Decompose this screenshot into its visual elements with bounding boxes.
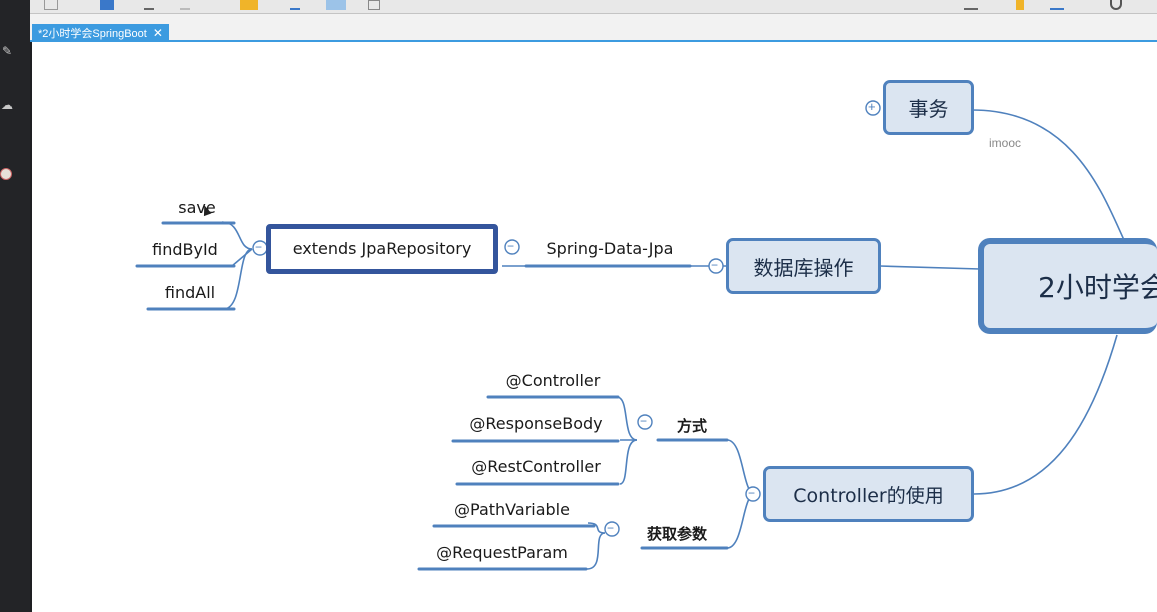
method-save[interactable]: save	[178, 198, 216, 217]
annotation-rest-controller[interactable]: @RestController	[471, 457, 601, 476]
topic-controller[interactable]: Controller的使用	[763, 466, 974, 522]
toolbar	[30, 0, 1157, 14]
mindmap-canvas[interactable]: + − − − − − − imooc 2小时学会 事务 数据库操作 Contr…	[32, 42, 1157, 612]
folder-icon[interactable]	[240, 0, 258, 10]
link-icon[interactable]	[290, 0, 300, 10]
subtopic-params[interactable]: 获取参数	[646, 525, 707, 543]
tab-document[interactable]: *2小时学会SpringBoot ✕	[32, 24, 169, 42]
subtopic-mode[interactable]: 方式	[676, 417, 707, 435]
avatar-icon[interactable]	[0, 168, 12, 180]
watermark: imooc	[989, 136, 1022, 150]
search-icon[interactable]	[1110, 0, 1122, 10]
undo-icon[interactable]	[144, 0, 154, 10]
topic-database-label: 数据库操作	[753, 255, 854, 280]
pencil-icon[interactable]: ✎	[1, 44, 13, 58]
topic-transaction-label: 事务	[908, 97, 949, 121]
collapse-icon[interactable]: −	[711, 258, 719, 272]
note-icon[interactable]	[368, 0, 380, 10]
subtopic-spring-data-jpa[interactable]: Spring-Data-Jpa	[546, 239, 674, 258]
method-find-by-id[interactable]: findById	[152, 240, 218, 259]
subtopic-extends: extends JpaRepository	[292, 239, 472, 258]
method-find-all[interactable]: findAll	[164, 283, 216, 302]
topic-database[interactable]: 数据库操作	[726, 238, 881, 294]
collapse-icon[interactable]: −	[255, 240, 263, 254]
collapse-icon[interactable]: −	[640, 414, 648, 428]
subtopic-extends-box[interactable]	[266, 224, 498, 274]
annotation-controller[interactable]: @Controller	[505, 371, 601, 390]
topic-controller-label: Controller的使用	[793, 484, 944, 507]
collapse-icon[interactable]: −	[507, 239, 515, 253]
outline-icon[interactable]	[1050, 0, 1064, 10]
annotation-path-variable[interactable]: @PathVariable	[454, 500, 570, 519]
annotation-request-param[interactable]: @RequestParam	[436, 543, 568, 562]
expand-icon[interactable]: +	[868, 99, 876, 114]
root-node-label: 2小时学会	[1038, 271, 1157, 304]
cloud-icon[interactable]: ☁	[1, 98, 13, 112]
root-node[interactable]: 2小时学会	[978, 238, 1157, 334]
left-rail: ✎ ☁	[0, 0, 30, 612]
collapse-icon[interactable]: −	[748, 486, 756, 500]
annotation-response-body[interactable]: @ResponseBody	[469, 414, 603, 433]
collapse-icon[interactable]: −	[607, 521, 615, 535]
home-icon[interactable]	[44, 0, 58, 10]
topic-transaction[interactable]: 事务	[883, 80, 974, 135]
image-icon[interactable]	[326, 0, 346, 10]
tab-bar: *2小时学会SpringBoot ✕	[30, 14, 1157, 42]
lightbulb-icon[interactable]	[1016, 0, 1024, 10]
redo-icon[interactable]	[180, 0, 190, 10]
connector-layer	[135, 100, 1125, 571]
close-icon[interactable]: ✕	[152, 26, 163, 40]
presentation-icon[interactable]	[964, 0, 978, 10]
save-icon[interactable]	[100, 0, 114, 10]
tab-label: *2小时学会SpringBoot	[38, 28, 147, 40]
